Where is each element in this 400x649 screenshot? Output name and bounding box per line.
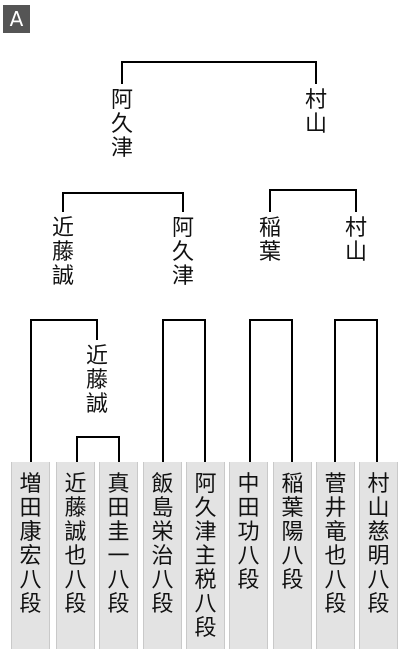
player-name: 増田康宏八段 (19, 472, 42, 617)
player-name: 真田圭一八段 (107, 472, 130, 617)
semifinal-label-1: 近藤誠 (51, 216, 74, 289)
player-name: 稲葉 陽八段 (281, 472, 326, 593)
final-label-left: 阿久津 (110, 88, 133, 161)
final-line (121, 61, 317, 84)
player-box-6: 中田 功八段 (229, 462, 268, 649)
semifinal-label-2: 阿久津 (171, 216, 194, 289)
semifinal-line-right (269, 189, 357, 212)
qualifier-line (76, 436, 120, 462)
final-label-right: 村山 (304, 88, 327, 137)
player-name: 菅井竜也八段 (324, 472, 347, 617)
player-name: 村山慈明八段 (367, 472, 390, 617)
player-box-9: 村山慈明八段 (359, 462, 398, 649)
semifinal-label-4: 村山 (344, 216, 367, 265)
player-box-3: 真田圭一八段 (99, 462, 138, 649)
block-a-badge: A (3, 5, 30, 33)
player-name: 中田 功八段 (237, 472, 282, 593)
round1-line-3 (249, 319, 293, 462)
player-box-5: 阿久津主税八段 (186, 462, 225, 649)
round1-line-1 (30, 319, 98, 462)
semifinal-line-left (62, 192, 184, 212)
round1-line-4 (334, 319, 378, 462)
player-box-1: 増田康宏八段 (11, 462, 50, 649)
player-box-2: 近藤誠也八段 (56, 462, 95, 649)
player-box-8: 菅井竜也八段 (316, 462, 355, 649)
player-name: 阿久津主税八段 (194, 472, 217, 641)
semifinal-label-3: 稲葉 (258, 216, 281, 265)
qualifier-label: 近藤誠 (85, 344, 108, 417)
round1-line-2 (162, 319, 206, 462)
player-box-7: 稲葉 陽八段 (273, 462, 312, 649)
player-name: 近藤誠也八段 (64, 472, 87, 617)
player-name: 飯島栄治八段 (151, 472, 174, 617)
player-box-4: 飯島栄治八段 (143, 462, 182, 649)
